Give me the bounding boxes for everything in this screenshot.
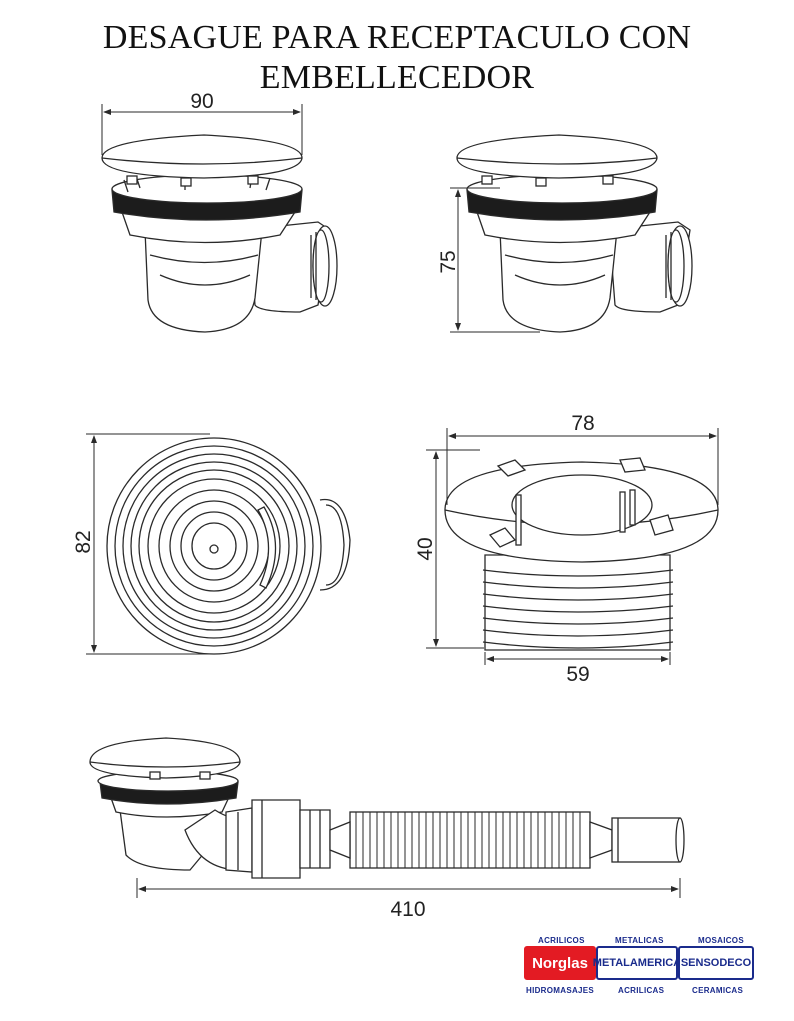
sensodeco-bottom-label: CERAMICAS (692, 986, 744, 995)
dimension-label: 410 (390, 898, 425, 921)
dimension-label: 75 (437, 250, 460, 273)
dimension-label: 59 (566, 663, 589, 686)
dimension-label: 90 (190, 90, 213, 113)
dimension-label: 78 (571, 412, 594, 435)
sensodeco-logo: SENSODECO (678, 946, 754, 980)
norglas-bottom-label: HIDROMASAJES (526, 986, 595, 995)
drain-top-view (86, 433, 351, 655)
norglas-top-label: ACRILICOS (538, 936, 585, 945)
metalamerica-bottom-label: ACRILICAS (618, 986, 665, 995)
metalamerica-logo: METALAMERICA (593, 946, 681, 980)
drain-with-hose (89, 737, 685, 898)
drain-side-view-right (450, 134, 693, 333)
page-title-line-2: EMBELLECEDOR (259, 59, 535, 96)
sensodeco-top-label: MOSAICOS (698, 936, 744, 945)
metalamerica-top-label: METALICAS (615, 936, 664, 945)
norglas-logo: Norglas (524, 946, 596, 980)
drain-flange-view (426, 428, 719, 665)
brand-logos: ACRILICOS Norglas HIDROMASAJES METALICAS… (520, 936, 756, 1000)
drain-side-view-left (101, 104, 338, 333)
dimension-label: 40 (414, 537, 437, 560)
dimension-label: 82 (72, 530, 95, 553)
page-title-line-1: DESAGUE PARA RECEPTACULO CON (102, 19, 692, 56)
